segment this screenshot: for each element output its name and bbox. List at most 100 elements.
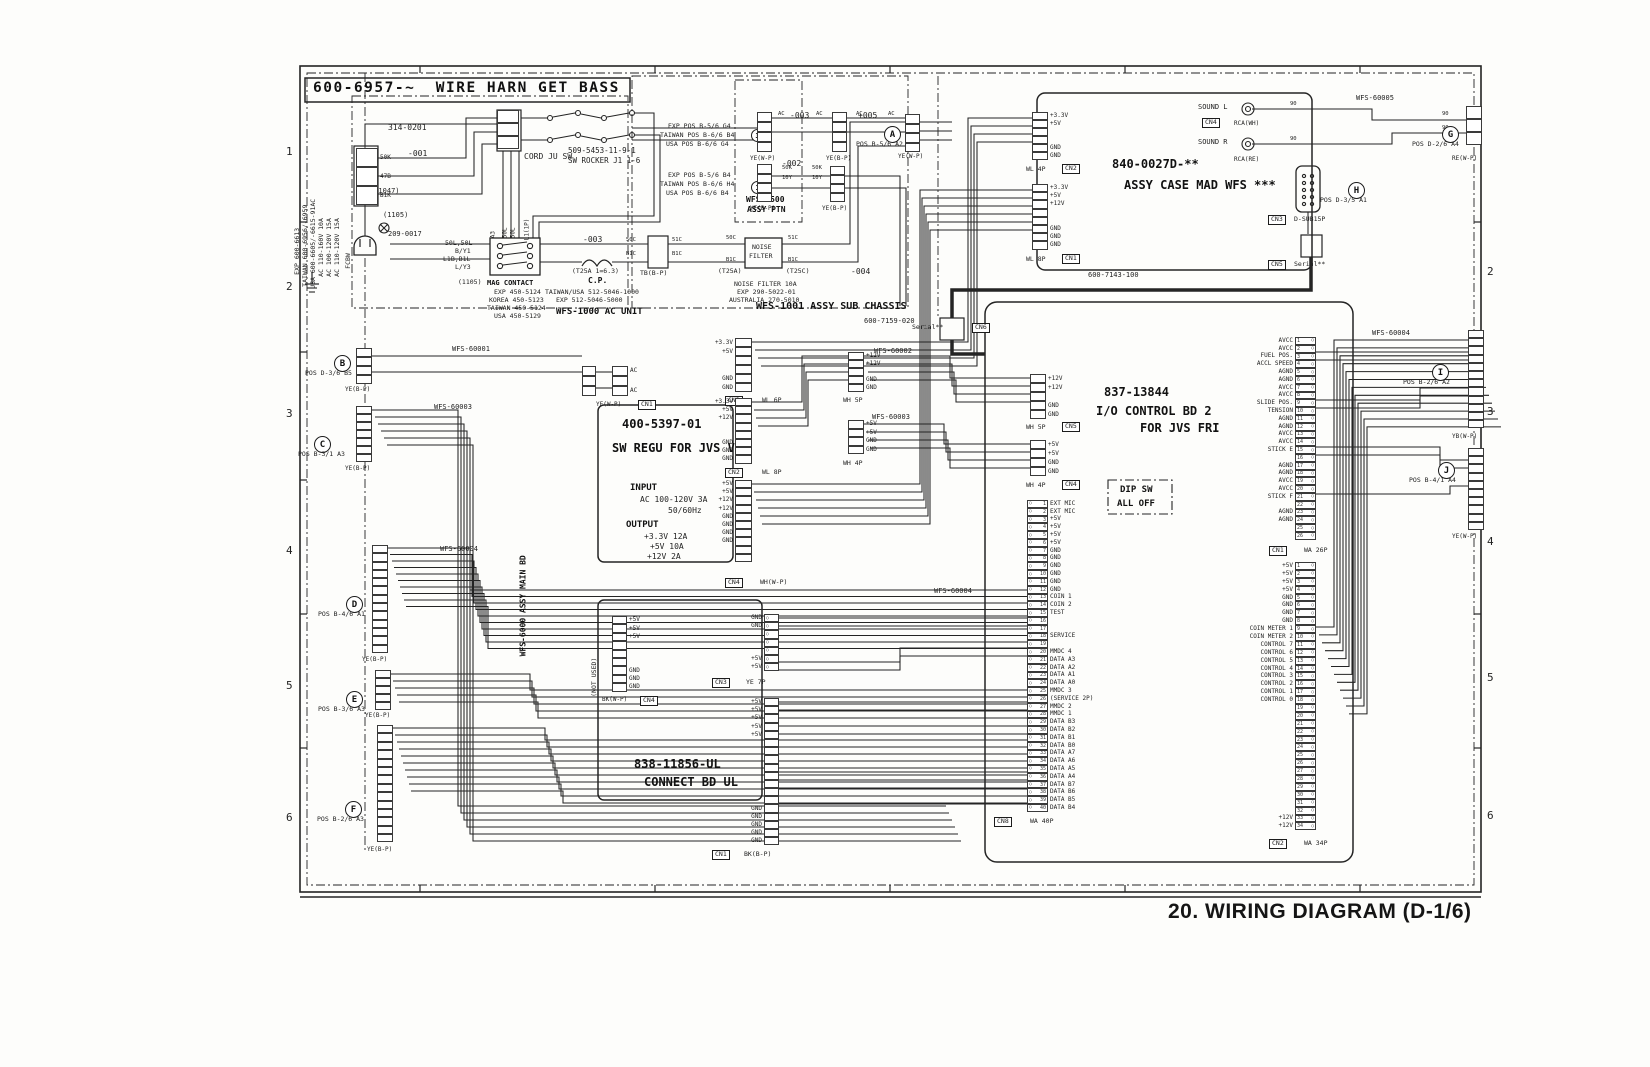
pin-label: GND — [722, 374, 733, 382]
diagram-label: WFS-1001 ASSY SUB CHASSIS — [756, 301, 907, 312]
diagram-label: (T25A 1=6.3) — [572, 267, 619, 275]
diagram-label: WFS-6000 ASSY MAIN BD — [518, 555, 528, 657]
connector-pin — [612, 641, 627, 650]
connector-row1-c — [905, 114, 920, 152]
connector-pin: 11○ — [1295, 414, 1316, 423]
pin-label: GND — [1050, 577, 1061, 585]
diagram-label: WFS-60003 — [872, 413, 910, 421]
zone-ref-pos-label: POS D-3/6 B5 — [305, 369, 352, 377]
connector-pin — [764, 763, 779, 772]
diagram-label: EXP 600-6613 — [293, 227, 302, 275]
pin-label: CONTROL 3 — [1260, 672, 1293, 680]
pin-label — [673, 356, 735, 365]
zone-ref-H: H — [1348, 182, 1365, 199]
diagram-label: Serial** — [1294, 260, 1326, 268]
diagram-label: ALL OFF — [1117, 499, 1155, 509]
pin-label — [673, 554, 735, 562]
connector-ref-label: CN4 — [1062, 480, 1080, 490]
connector-pin — [356, 446, 372, 454]
connector-pin: 25○ — [1295, 751, 1316, 760]
diagram-label: +12V 2A — [647, 552, 681, 561]
diagram-label: AC — [888, 111, 895, 117]
diagram-label: (1105) — [458, 278, 482, 286]
connector-conn-c — [356, 406, 372, 462]
connector-pin — [356, 148, 378, 167]
diagram-label: +3.3V 12A — [644, 532, 688, 541]
diagram-label: WFS-60004 — [440, 545, 478, 553]
connector-conn-d — [372, 545, 388, 653]
pin-label — [1046, 392, 1108, 401]
diagram-label: 3 — [1487, 405, 1494, 418]
connector-pin — [735, 365, 752, 374]
pin-label — [1233, 454, 1295, 462]
connector-pin: ○31 — [1027, 733, 1048, 742]
diagram-label: TB(B-P) — [640, 269, 668, 277]
connector-pin — [372, 644, 388, 653]
connector-pin: 20○ — [1295, 711, 1316, 720]
pin-label — [1048, 617, 1110, 625]
connector-pin: 13○ — [1295, 656, 1316, 665]
connector-pin: ○36 — [1027, 772, 1048, 781]
connector-pin — [372, 636, 388, 645]
pin-label: AVCC — [1278, 391, 1293, 399]
diagram-label: 509-5453-11-9-1 — [568, 146, 636, 155]
pin-label: +5V — [1050, 192, 1061, 200]
diagram-label: 50L — [501, 227, 509, 239]
pin-label — [1233, 791, 1295, 799]
connector-pin — [764, 714, 779, 723]
connector-pin: 19○ — [1295, 704, 1316, 712]
diagram-label: BK(B-P) — [744, 850, 772, 858]
connector-pin: ○ — [764, 622, 779, 631]
pin-label: SLIDE POS. — [1256, 399, 1293, 407]
connector-pin — [757, 173, 772, 183]
diagram-label: USA POS B-6/6 G4 — [666, 140, 729, 148]
connector-pin — [735, 422, 752, 431]
pin-label — [1233, 720, 1295, 728]
connector-pin — [1032, 224, 1048, 234]
connector-conn-f — [377, 725, 393, 843]
diagram-label: (1105) — [383, 211, 409, 219]
connector-pin — [372, 561, 388, 570]
pin-label: AGND — [1278, 414, 1293, 422]
connector-row2-b — [830, 166, 845, 202]
diagram-label: BK(W-P) — [602, 696, 628, 703]
pin-label: GND — [866, 376, 877, 383]
connector-pin: 28○ — [1295, 775, 1316, 783]
diagram-label: B/Y1 — [455, 247, 471, 255]
connector-pin: 32○ — [1295, 806, 1316, 815]
diagram-label: SW ROCKER J1 1-6 — [568, 156, 641, 165]
diagram-label: WH(W-P) — [760, 578, 788, 586]
connector-pin: ○ — [764, 663, 779, 672]
pin-label: COIN METER 1 — [1249, 625, 1293, 633]
connector-pin — [1468, 420, 1484, 429]
diagram-label: -004 — [851, 267, 871, 276]
diagram-label: MAG CONTACT — [487, 279, 534, 287]
connector-pin: ○ — [764, 638, 779, 647]
connector-pin: 21○ — [1295, 719, 1316, 728]
pin-label: GND — [1048, 410, 1059, 418]
pin-label: ACCL SPEED — [1256, 360, 1293, 368]
pin-label: AGND — [1278, 516, 1293, 524]
pin-label: AVCC — [1278, 485, 1293, 493]
diagram-label: YE(W-P) — [596, 401, 622, 408]
connector-pin — [377, 725, 393, 734]
zone-ref-C: C — [314, 436, 331, 453]
diagram-label: 1 — [286, 145, 293, 158]
diagram-label: WL 8P — [1026, 255, 1046, 263]
connector-pin — [1468, 354, 1484, 363]
pin-label: MMDC 4 — [1050, 648, 1072, 656]
pin-label — [1233, 759, 1295, 767]
pin-label: TENSION — [1267, 407, 1293, 415]
pin-label: DATA A6 — [1050, 757, 1076, 765]
connector-pin — [372, 627, 388, 637]
zone-ref-A: A — [884, 126, 901, 143]
diagram-label: 10Y — [812, 175, 822, 181]
zone-ref-E: E — [346, 691, 363, 708]
connector-pin — [1032, 233, 1048, 242]
pin-label: EXT MIC — [1050, 507, 1076, 515]
pin-label: GND — [1282, 593, 1293, 601]
diagram-label: TAIWAN POS B-6/6 H4 — [660, 180, 735, 188]
connector-pin — [612, 386, 628, 396]
